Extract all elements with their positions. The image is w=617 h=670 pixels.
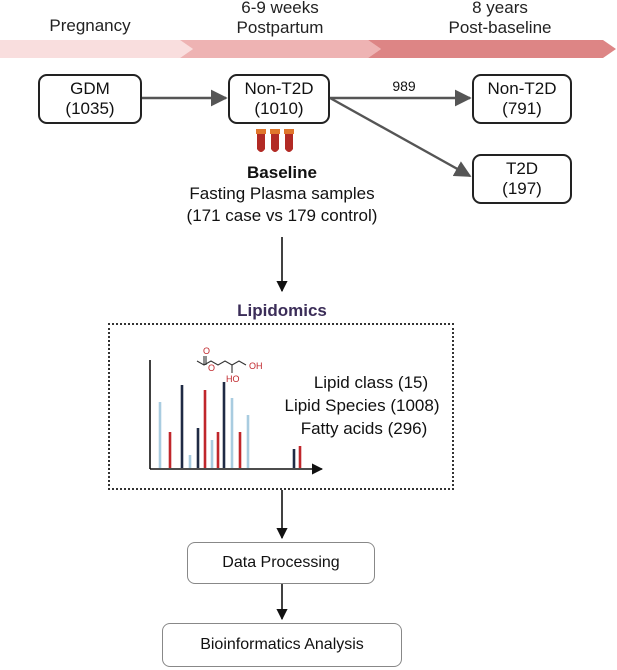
edge-count-label: 989 xyxy=(392,78,416,94)
molecule-atom-label: HO xyxy=(226,374,240,384)
baseline-samples: Fasting Plasma samples xyxy=(189,184,375,203)
arrow-nont2d-to-t2d xyxy=(329,96,472,178)
lipid-class-count: Lipid class (15) xyxy=(313,373,429,392)
baseline-case-control: (171 case vs 179 control) xyxy=(186,206,378,225)
t2d-box: T2D (197) xyxy=(472,154,572,204)
lipidomics-title: Lipidomics xyxy=(237,301,327,320)
box-label: Non-T2D xyxy=(244,79,314,98)
timeline-band-followup xyxy=(368,40,616,58)
box-count: (1035) xyxy=(65,99,115,118)
molecule-atom-label: O xyxy=(208,363,215,373)
box-label: Non-T2D xyxy=(487,79,557,98)
mass-spectrum-icon xyxy=(149,360,324,475)
timeline-band-postpartum xyxy=(180,40,381,58)
box-count: (791) xyxy=(502,99,542,118)
baseline-title: Baseline xyxy=(247,163,317,182)
bioinformatics-analysis-label: Bioinformatics Analysis xyxy=(200,636,364,653)
phase-label-pregnancy: Pregnancy xyxy=(49,16,131,35)
data-processing-label: Data Processing xyxy=(222,554,340,571)
lipidomics-panel xyxy=(108,323,454,490)
box-label: T2D xyxy=(505,159,539,178)
phase-label-postpartum: 6-9 weeks Postpartum xyxy=(236,0,324,37)
box-label: GDM xyxy=(70,79,110,98)
data-processing-box: Data Processing xyxy=(187,542,375,584)
phase-label-followup: 8 years Post-baseline xyxy=(448,0,552,37)
blood-tube-icon xyxy=(270,129,280,152)
bioinformatics-analysis-box: Bioinformatics Analysis xyxy=(162,623,402,667)
non-t2d-postpartum-box: Non-T2D (1010) xyxy=(228,74,330,124)
box-count: (1010) xyxy=(254,99,304,118)
timeline-band-pregnancy xyxy=(0,40,193,58)
blood-tube-icon xyxy=(256,129,266,152)
fatty-acids-count: Fatty acids (296) xyxy=(300,419,428,438)
lipid-species-count: Lipid Species (1008) xyxy=(284,396,440,415)
blood-tube-icon xyxy=(284,129,294,152)
molecule-atom-label: OH xyxy=(249,361,263,371)
gdm-box: GDM (1035) xyxy=(38,74,142,124)
box-count: (197) xyxy=(502,179,542,198)
molecule-atom-label: O xyxy=(203,346,210,356)
non-t2d-followup-box: Non-T2D (791) xyxy=(472,74,572,124)
lipid-molecule-icon xyxy=(196,356,247,373)
